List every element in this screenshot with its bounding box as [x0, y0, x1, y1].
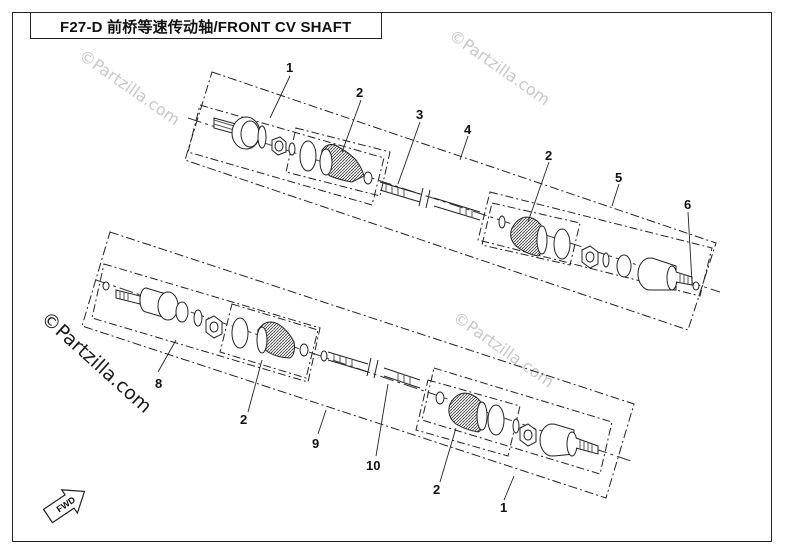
upper-left-clamp — [299, 140, 317, 172]
callout-1-top: 1 — [286, 60, 293, 75]
upper-shaft-assembly — [184, 71, 721, 331]
watermark-top-right: ©Partzilla.com — [446, 26, 554, 109]
lower-box-item2-right — [415, 379, 521, 457]
lower-box-item1 — [421, 367, 613, 475]
watermark-left-main: ©Partzilla.com — [37, 307, 156, 417]
callout-6: 6 — [684, 197, 691, 212]
lower-right-cv-joint — [539, 423, 599, 457]
lower-right-nut — [519, 423, 537, 447]
lower-left-washer — [193, 309, 203, 327]
lower-circlip — [102, 281, 110, 291]
leader-lines — [157, 75, 693, 501]
upper-left-nut — [271, 136, 296, 156]
fwd-arrow-icon: FWD — [42, 489, 86, 524]
upper-left-cv-joint — [213, 116, 267, 150]
callout-2-bottom-left: 2 — [240, 412, 247, 427]
lower-shaft-item10 — [320, 350, 421, 389]
watermark-center: ©Partzilla.com — [450, 308, 558, 391]
lower-right-washer — [512, 418, 520, 434]
upper-box-item5 — [477, 191, 713, 297]
upper-right-cv-joint — [637, 257, 693, 291]
upper-left-small-clamp — [363, 171, 373, 185]
callout-2-top-right: 2 — [545, 148, 552, 163]
lower-box-item8 — [91, 263, 321, 383]
callout-3: 3 — [416, 107, 423, 122]
lower-right-clamp — [487, 404, 505, 436]
lower-left-boot — [256, 321, 295, 359]
upper-left-boot — [319, 144, 365, 183]
lower-left-clamp — [231, 317, 249, 349]
callout-2-top-left: 2 — [356, 85, 363, 100]
callout-5: 5 — [615, 170, 622, 185]
upper-outer-dashed-box — [184, 71, 717, 331]
callout-1-bottom: 1 — [500, 500, 507, 515]
upper-right-clamp — [553, 228, 571, 260]
lower-shaft-assembly — [81, 231, 635, 499]
callout-9: 9 — [312, 436, 319, 451]
upper-shaft-item3 — [379, 181, 481, 221]
upper-right-nut — [581, 245, 632, 278]
callout-2-bottom-right: 2 — [433, 482, 440, 497]
lower-left-nut — [205, 315, 223, 339]
upper-circlip-item6 — [692, 281, 700, 291]
lower-right-boot — [435, 391, 488, 433]
lower-left-cv-joint — [115, 287, 179, 321]
diagram-title: F27-D 前桥等速传动轴/FRONT CV SHAFT — [60, 19, 352, 36]
callout-8: 8 — [155, 376, 162, 391]
callout-10: 10 — [366, 458, 380, 473]
diagram-frame — [12, 12, 772, 542]
watermark-top-left: ©Partzilla.com — [76, 46, 184, 129]
callout-4: 4 — [464, 122, 472, 137]
upper-box-item2-right — [481, 202, 581, 266]
title-box — [30, 12, 382, 39]
lower-left-ring — [175, 301, 189, 323]
upper-box-item2-left — [285, 127, 391, 197]
upper-right-boot — [498, 215, 548, 257]
lower-left-small-clamp — [299, 343, 309, 357]
lower-outer-dashed-box — [81, 231, 635, 499]
lower-box-item2-left — [219, 303, 319, 379]
